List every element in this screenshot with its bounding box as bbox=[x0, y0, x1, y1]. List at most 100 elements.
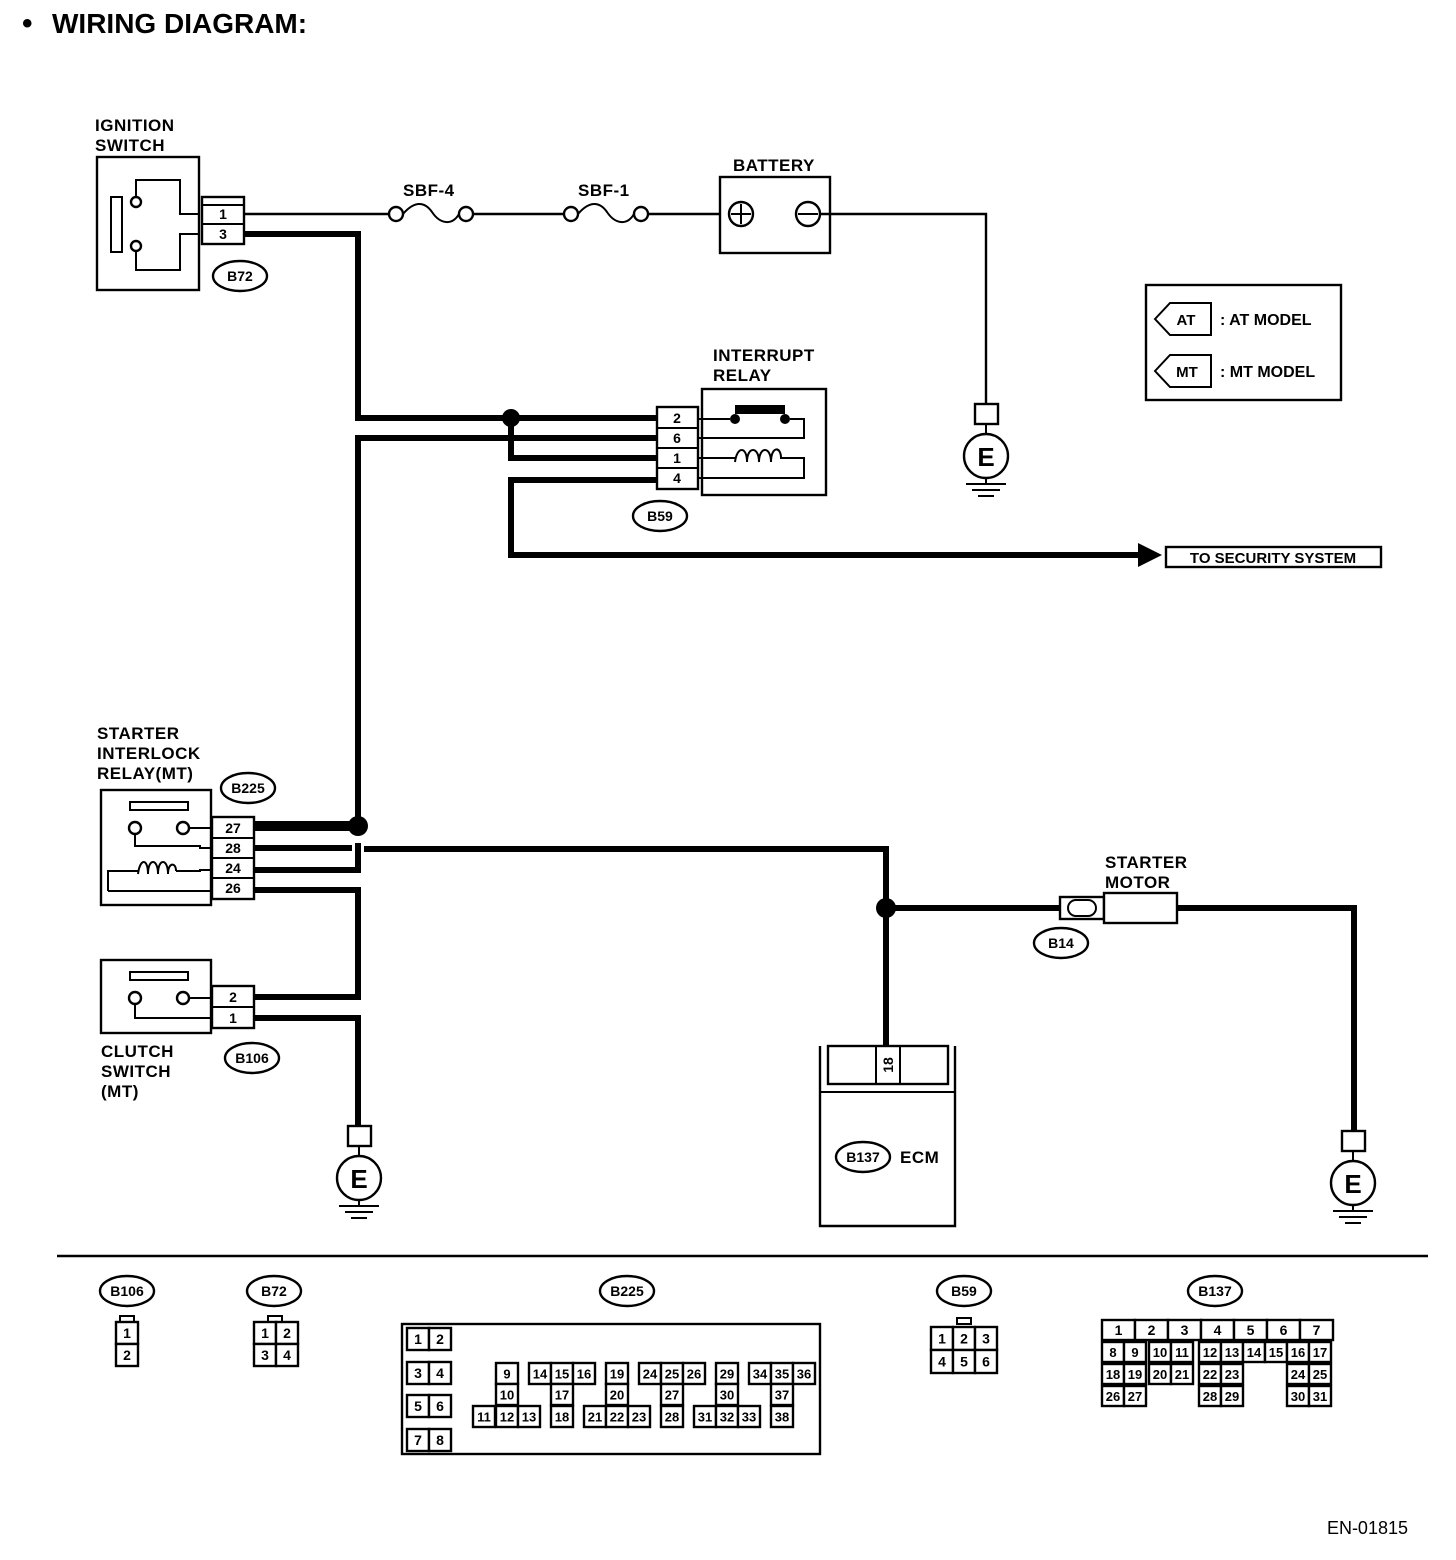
connector-view-b137-cell bbox=[1169, 1362, 1195, 1386]
fuse-sbf-4: SBF-4 bbox=[387, 181, 475, 223]
connector-view-b137-pin: 17 bbox=[1313, 1345, 1327, 1360]
ground-starter-label: E bbox=[1344, 1169, 1361, 1199]
connector-view-b59-pin: 5 bbox=[960, 1354, 968, 1370]
b59-tag-label: B59 bbox=[647, 508, 673, 524]
connector-view-b137-cell bbox=[1298, 1318, 1335, 1342]
connector-view-b225-pin: 26 bbox=[687, 1367, 701, 1382]
connector-view-b225-pin: 32 bbox=[720, 1410, 734, 1425]
connector-view-b225-cell bbox=[626, 1404, 652, 1429]
connector-b59: 2 6 1 4 bbox=[655, 405, 700, 491]
ground-starter: E bbox=[1329, 1129, 1377, 1224]
security-system-box bbox=[1164, 545, 1383, 569]
battery: BATTERY bbox=[718, 156, 832, 255]
b225-pin-26: 26 bbox=[225, 880, 241, 896]
connector-view-b137-pin: 1 bbox=[1115, 1322, 1123, 1338]
interrupt-relay-label: INTERRUPT RELAY bbox=[713, 346, 820, 385]
connector-view-b137-pin: 14 bbox=[1247, 1345, 1262, 1360]
connector-view-b137-pin: 30 bbox=[1291, 1389, 1305, 1404]
connector-view-b137-cell bbox=[1122, 1362, 1148, 1386]
connector-view-b72-label: B72 bbox=[261, 1283, 287, 1299]
clutch-switch-label: CLUTCH SWITCH (MT) bbox=[101, 1042, 179, 1101]
connector-view-b137-pin: 2 bbox=[1148, 1322, 1156, 1338]
figure-id: EN-01815 bbox=[1327, 1518, 1408, 1538]
connector-view-b137-pin: 26 bbox=[1106, 1389, 1120, 1404]
starter-interlock-relay-label-line3: RELAY(MT) bbox=[97, 764, 193, 783]
connector-view-b137-cell bbox=[1219, 1362, 1245, 1386]
connector-view-b137-cell bbox=[1307, 1340, 1333, 1364]
b59-pin-6: 6 bbox=[673, 430, 681, 446]
connector-view-b137-cell bbox=[1219, 1384, 1245, 1408]
connector-view-b137-pin: 24 bbox=[1291, 1367, 1306, 1382]
connector-view-b225-cell bbox=[427, 1393, 453, 1419]
b72-pin-3: 3 bbox=[219, 226, 227, 242]
connector-view-b225-pin: 7 bbox=[414, 1432, 422, 1448]
interrupt-relay-label-line1: INTERRUPT bbox=[713, 346, 815, 365]
connector-b72: 1 3 bbox=[200, 195, 246, 246]
connector-view-b137-pin: 20 bbox=[1153, 1367, 1167, 1382]
connector-view-b137-pin: 5 bbox=[1247, 1322, 1255, 1338]
connector-view-b137-pin: 19 bbox=[1128, 1367, 1142, 1382]
b72-pin-1: 1 bbox=[219, 206, 227, 222]
connector-view-b225-pin: 5 bbox=[414, 1398, 422, 1414]
b59-tag bbox=[631, 499, 689, 533]
connector-view-b72-cell bbox=[274, 1342, 300, 1368]
connector-view-b137-cell bbox=[1122, 1384, 1148, 1408]
security-system-label: TO SECURITY SYSTEM bbox=[1190, 550, 1356, 567]
b225-tag bbox=[219, 771, 277, 805]
connector-view-b225-cell bbox=[791, 1361, 817, 1386]
ground-clutch-label: E bbox=[350, 1164, 367, 1194]
connector-view-b225-pin: 21 bbox=[588, 1410, 602, 1425]
connector-view-b225-pin: 23 bbox=[632, 1410, 646, 1425]
connector-view-b225-cell bbox=[549, 1404, 575, 1429]
connector-view-b225-pin: 20 bbox=[610, 1388, 624, 1403]
connector-view-b225-pin: 17 bbox=[555, 1388, 569, 1403]
connector-view-b106-label: B106 bbox=[110, 1283, 144, 1299]
connector-view-b137-pin: 28 bbox=[1203, 1389, 1217, 1404]
b59-pin-1: 1 bbox=[673, 450, 681, 466]
connector-view-b59-pin: 4 bbox=[938, 1354, 946, 1370]
title-bullet: • bbox=[22, 7, 33, 40]
connector-view-b225-pin: 25 bbox=[665, 1367, 679, 1382]
connector-view-b106: B106 12 bbox=[98, 1274, 156, 1368]
legend-at-text: : AT MODEL bbox=[1220, 312, 1312, 329]
b106-pin-1: 1 bbox=[229, 1010, 237, 1026]
connector-view-b137-pin: 31 bbox=[1313, 1389, 1327, 1404]
clutch-switch: 2 1 B106 CLUTCH SWITCH (MT) bbox=[99, 958, 281, 1101]
connector-view-b72-pin: 3 bbox=[261, 1347, 269, 1363]
connector-view-b137-label: B137 bbox=[1198, 1283, 1232, 1299]
connector-view-b72-pin: 4 bbox=[283, 1347, 291, 1363]
connector-view-b137-pin: 16 bbox=[1291, 1345, 1305, 1360]
b14-tag bbox=[1032, 926, 1090, 960]
connector-view-b137-pin: 8 bbox=[1109, 1345, 1116, 1360]
b137-tag-label: B137 bbox=[846, 1149, 880, 1165]
connector-view-b225-cell bbox=[736, 1404, 762, 1429]
b106-pin-2: 2 bbox=[229, 989, 237, 1005]
connector-view-b225-pin: 15 bbox=[555, 1367, 569, 1382]
fuse-sbf-4-label: SBF-4 bbox=[403, 181, 455, 200]
b137-tag bbox=[834, 1140, 892, 1174]
b137-pin-18: 18 bbox=[880, 1057, 896, 1073]
connector-view-b106-pin: 1 bbox=[123, 1325, 131, 1341]
interrupt-relay: INTERRUPT RELAY 2 6 1 4 B59 bbox=[631, 346, 828, 533]
connector-view-b137-pin: 21 bbox=[1175, 1367, 1189, 1382]
connector-view-b137-pin: 15 bbox=[1269, 1345, 1283, 1360]
connector-view-b225-pin: 31 bbox=[698, 1410, 712, 1425]
ignition-switch: IGNITION SWITCH 1 3 B72 bbox=[95, 116, 269, 293]
battery-label: BATTERY bbox=[733, 156, 815, 175]
connector-view-b225-pin: 27 bbox=[665, 1388, 679, 1403]
interrupt-relay-label-line2: RELAY bbox=[713, 366, 772, 385]
connector-view-b225-cell bbox=[659, 1404, 685, 1429]
b225-tag-label: B225 bbox=[231, 780, 265, 796]
connector-view-b225-pin: 12 bbox=[500, 1410, 514, 1425]
starter-interlock-relay-label-line1: STARTER bbox=[97, 724, 180, 743]
connector-view-b225-pin: 18 bbox=[555, 1410, 569, 1425]
legend-mt-tag: MT bbox=[1176, 364, 1198, 381]
connector-view-b225-pin: 1 bbox=[414, 1331, 422, 1347]
connector-view-b225-cell bbox=[516, 1404, 542, 1429]
connector-view-b225-label: B225 bbox=[610, 1283, 644, 1299]
connector-view-b225-pin: 19 bbox=[610, 1367, 624, 1382]
connector-view-b137-pin: 12 bbox=[1203, 1345, 1217, 1360]
